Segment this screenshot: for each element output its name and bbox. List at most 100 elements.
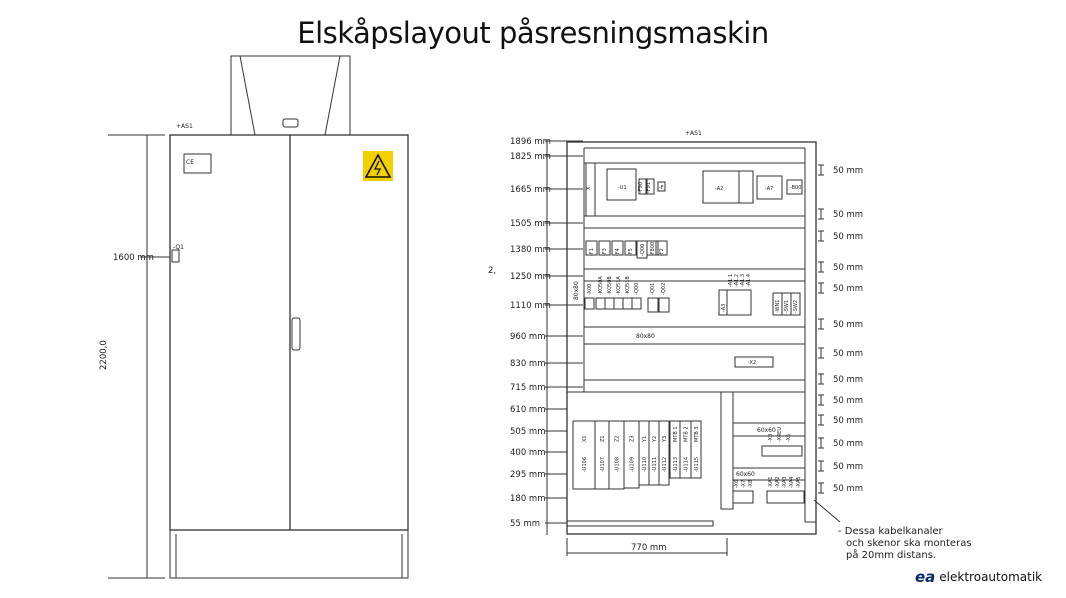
a-module-label: -A1.2 bbox=[734, 274, 740, 287]
component-label: -Q01 bbox=[650, 283, 656, 295]
spacing-mark: 50 mm bbox=[833, 166, 863, 176]
component bbox=[622, 297, 633, 310]
height-mark: 830 mm bbox=[510, 359, 546, 369]
spacing-bracket bbox=[818, 282, 824, 294]
component-label: -KQ50B bbox=[607, 276, 613, 295]
drive-tag: X1 bbox=[582, 435, 588, 442]
lightning-icon bbox=[373, 160, 382, 176]
spacing-bracket bbox=[818, 437, 824, 449]
switch-label: -WN1 bbox=[775, 300, 781, 313]
spacing-bracket bbox=[818, 318, 824, 330]
component-label: -KQ50A bbox=[598, 276, 604, 295]
spacing-bracket bbox=[818, 261, 824, 273]
component bbox=[606, 168, 637, 201]
component-label: -Q02 bbox=[661, 283, 667, 295]
high-voltage-icon bbox=[364, 153, 392, 178]
note: - Dessa kabelkanaler och skenor ska mont… bbox=[838, 526, 972, 562]
component-label: -F3 bbox=[602, 248, 608, 256]
terminal-label: -X8 bbox=[748, 480, 754, 488]
component-label: -F2 bbox=[659, 248, 665, 256]
drive-tag: MTB 2 bbox=[684, 426, 690, 442]
spacing-mark: 50 mm bbox=[833, 210, 863, 220]
drive-unit: -U114 bbox=[684, 457, 690, 472]
drive-unit: -U111 bbox=[652, 457, 658, 472]
spacing-mark: 50 mm bbox=[833, 232, 863, 242]
component bbox=[611, 240, 624, 256]
drive bbox=[690, 420, 702, 479]
layout-view bbox=[545, 140, 841, 556]
terminal-label: -X6 bbox=[734, 480, 740, 488]
drive-unit: -U115 bbox=[694, 457, 700, 472]
height-mark: 715 mm bbox=[510, 383, 546, 393]
cabinet-body bbox=[169, 134, 409, 531]
x2-label: -X2 bbox=[748, 360, 756, 366]
component bbox=[786, 179, 803, 195]
terminal-label: -XA5 bbox=[796, 476, 802, 488]
component-label: -A2 bbox=[715, 186, 723, 192]
front-cabinet-label: +AS1 bbox=[176, 123, 193, 130]
terminal-label: -XA3 bbox=[782, 476, 788, 488]
component bbox=[655, 240, 668, 256]
height-mark: 1825 mm bbox=[510, 152, 551, 162]
drive bbox=[623, 420, 640, 489]
terminal-label: -X3 bbox=[768, 434, 774, 442]
height-mark: 960 mm bbox=[510, 332, 546, 342]
height-mark: 55 mm bbox=[510, 519, 540, 529]
spacing-mark: 50 mm bbox=[833, 263, 863, 273]
cabinet-base bbox=[169, 529, 409, 579]
component bbox=[613, 297, 624, 310]
height-mark: 1505 mm bbox=[510, 219, 551, 229]
component-label: -F5 bbox=[628, 248, 634, 256]
door-handle bbox=[291, 317, 301, 351]
spacing-mark: 50 mm bbox=[833, 462, 863, 472]
spacing-mark: 50 mm bbox=[833, 484, 863, 494]
component-label: -A7 bbox=[765, 186, 773, 192]
component bbox=[646, 240, 659, 256]
component-label: -F90 bbox=[638, 182, 644, 193]
component-label: -F4 bbox=[615, 248, 621, 256]
spacing-mark: 50 mm bbox=[833, 349, 863, 359]
top-frame bbox=[230, 55, 351, 136]
component bbox=[756, 175, 783, 200]
component bbox=[585, 162, 596, 217]
height-mark: 400 mm bbox=[510, 448, 546, 458]
slide-title: Elskåpslayout påsresningsmaskin bbox=[297, 16, 769, 50]
component-label: -KQ51B bbox=[625, 276, 631, 295]
layout-cabinet-label: +AS1 bbox=[685, 130, 702, 137]
component-label: -X00 bbox=[587, 284, 593, 295]
component bbox=[585, 240, 598, 256]
spacing-bracket bbox=[818, 460, 824, 472]
component bbox=[598, 240, 611, 256]
component-label: -B00 bbox=[790, 185, 801, 191]
drive-unit: -U109 bbox=[630, 457, 636, 472]
spacing-mark: 50 mm bbox=[833, 375, 863, 385]
terminal-label: -XA4 bbox=[789, 476, 795, 488]
note-line: - Dessa kabelkanaler bbox=[838, 526, 943, 537]
main-switch bbox=[171, 249, 180, 263]
terminal-label: -X5 bbox=[786, 434, 792, 442]
drive bbox=[658, 420, 670, 486]
drive bbox=[638, 420, 650, 486]
drive-unit: -U113 bbox=[673, 457, 679, 472]
terminal-label: -X4EU bbox=[777, 427, 783, 442]
spacing-mark: 50 mm bbox=[833, 416, 863, 426]
bottom-rail bbox=[566, 520, 714, 527]
height-mark: 180 mm bbox=[510, 494, 546, 504]
component bbox=[595, 297, 606, 310]
terminal-block bbox=[766, 490, 805, 504]
drive-tag: MTB 1 bbox=[673, 426, 679, 442]
drive-unit: -U110 bbox=[642, 457, 648, 472]
logo: ea elektroautomatik bbox=[915, 568, 1042, 586]
component bbox=[658, 297, 670, 313]
spacing-bracket bbox=[818, 230, 824, 242]
duct-80: 80x80 bbox=[636, 333, 655, 340]
drive bbox=[608, 420, 625, 490]
a-modules bbox=[726, 289, 752, 316]
component bbox=[624, 240, 637, 256]
drive bbox=[594, 420, 610, 490]
terminal-label: -X7 bbox=[741, 480, 747, 488]
drive-tag: Y1 bbox=[642, 436, 648, 443]
drive-tag: Y2 bbox=[652, 436, 658, 443]
